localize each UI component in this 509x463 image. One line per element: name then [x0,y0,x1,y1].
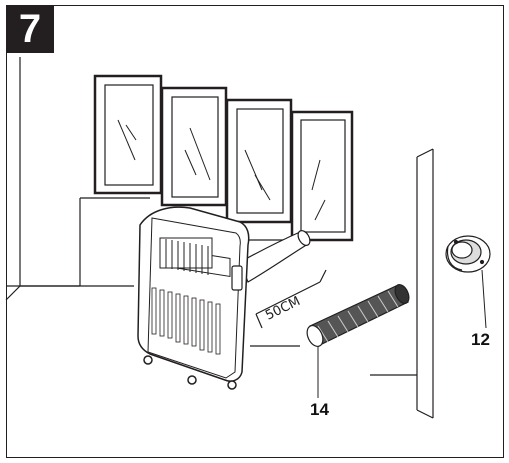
window-hose [239,230,311,283]
callout-label-12: 12 [471,330,490,349]
step-number-badge: 7 [6,5,54,53]
side-handle [231,265,243,291]
window-frame [93,74,354,242]
glass-reflections [117,119,326,221]
dimension-bracket [255,269,327,329]
air-conditioner-unit [137,206,250,390]
dimension-label: 50CM [263,294,303,324]
wheel-back [227,380,237,390]
wheel-right [187,375,197,385]
wall-adapter [445,235,491,273]
outer-border [6,5,504,458]
lower-grille [151,287,221,355]
wheel-left [143,355,153,365]
exhaust-hose [306,283,410,347]
top-vent-grille [159,237,213,275]
callout-label-14: 14 [310,400,329,419]
callout-leaders [317,269,487,398]
